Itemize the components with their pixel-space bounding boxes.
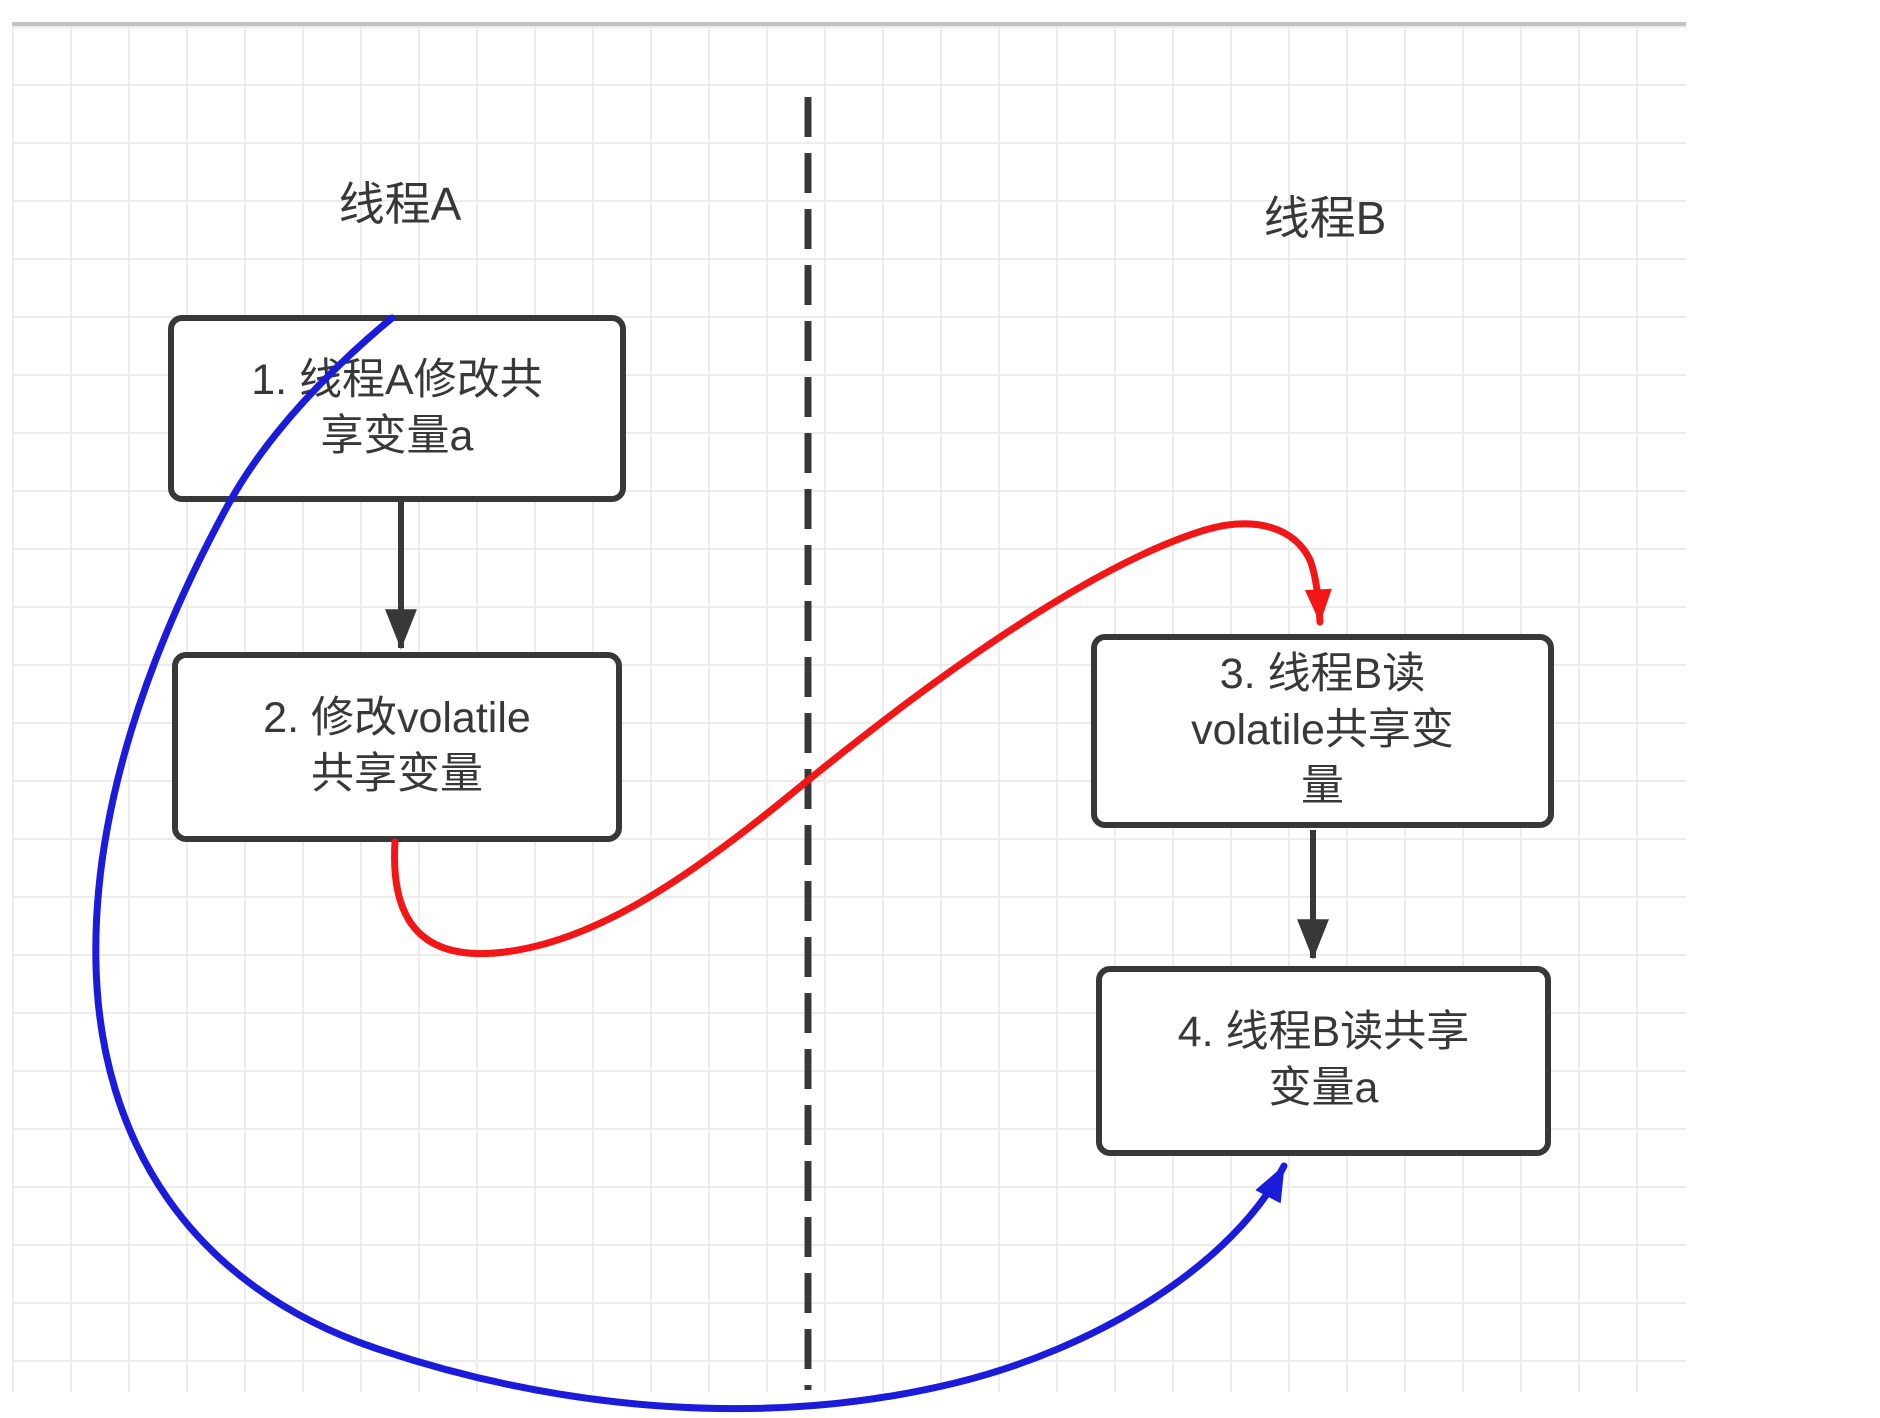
node-thread-a-write-shared-var: 1. 线程A修改共 享变量a [168,315,626,502]
node-thread-b-read-volatile-var: 3. 线程B读 volatile共享变 量 [1091,634,1554,828]
lane-label-thread-b: 线程B [1263,192,1387,244]
lane-label-thread-a: 线程A [338,178,462,230]
node-thread-b-read-shared-var: 4. 线程B读共享 变量a [1096,966,1551,1156]
node-write-volatile-var: 2. 修改volatile 共享变量 [172,652,622,842]
